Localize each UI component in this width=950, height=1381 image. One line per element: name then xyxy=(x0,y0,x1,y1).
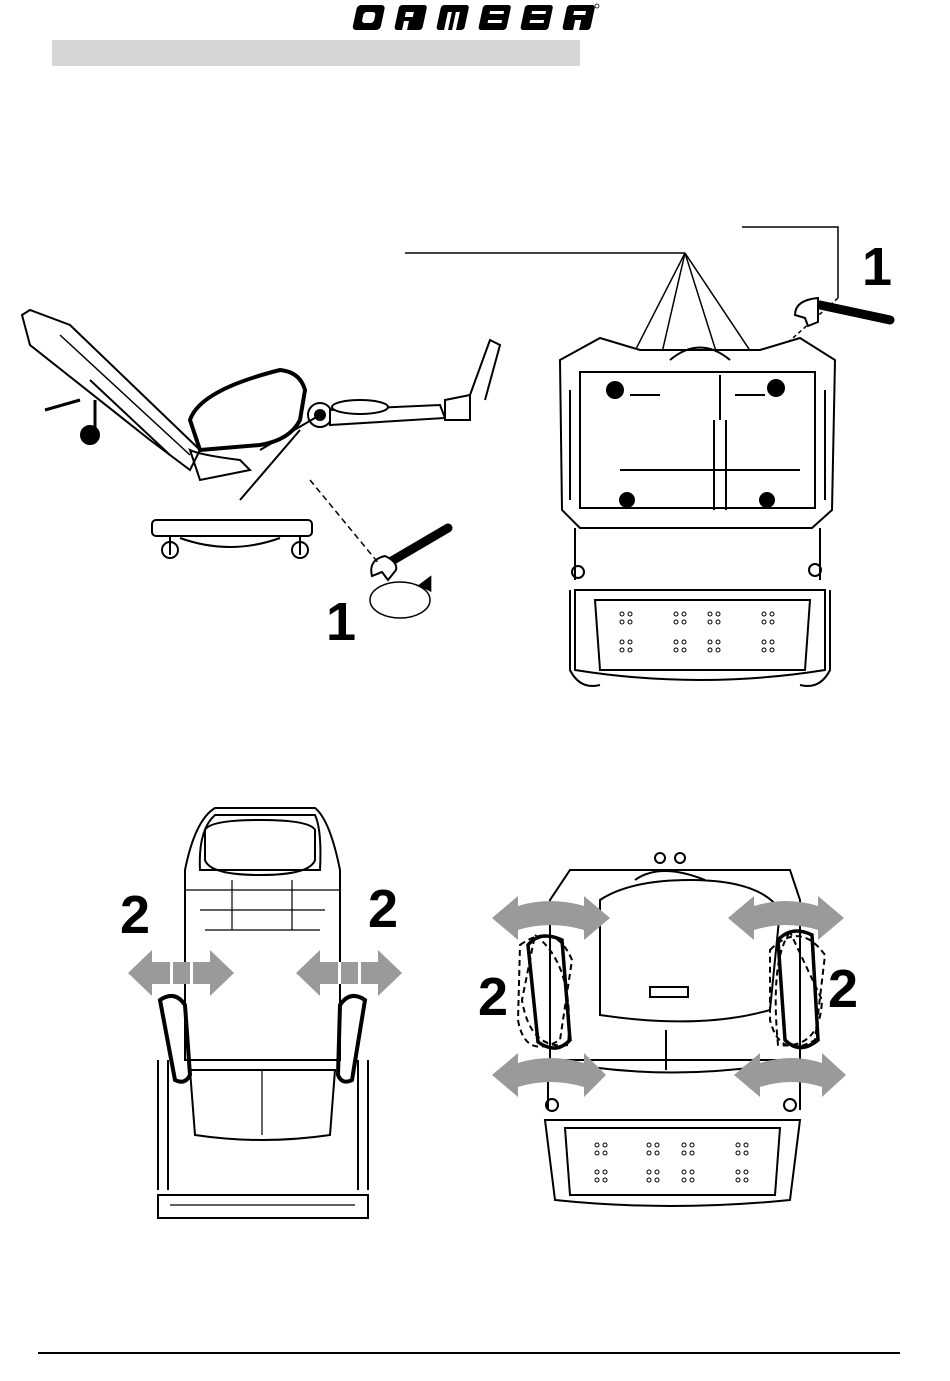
top-view-frame-illustration xyxy=(405,227,890,686)
step-number-1-side: 1 xyxy=(326,595,356,649)
step-number-2-top-right: 2 xyxy=(828,962,858,1016)
side-view-chair-illustration xyxy=(22,310,500,618)
step-number-1-top: 1 xyxy=(862,240,892,294)
footer-rule xyxy=(38,1352,900,1354)
step-number-2-top-left: 2 xyxy=(478,970,508,1024)
step-number-2-left: 2 xyxy=(120,888,150,942)
step-number-2-right: 2 xyxy=(368,882,398,936)
front-view-chair-illustration xyxy=(158,808,368,1218)
